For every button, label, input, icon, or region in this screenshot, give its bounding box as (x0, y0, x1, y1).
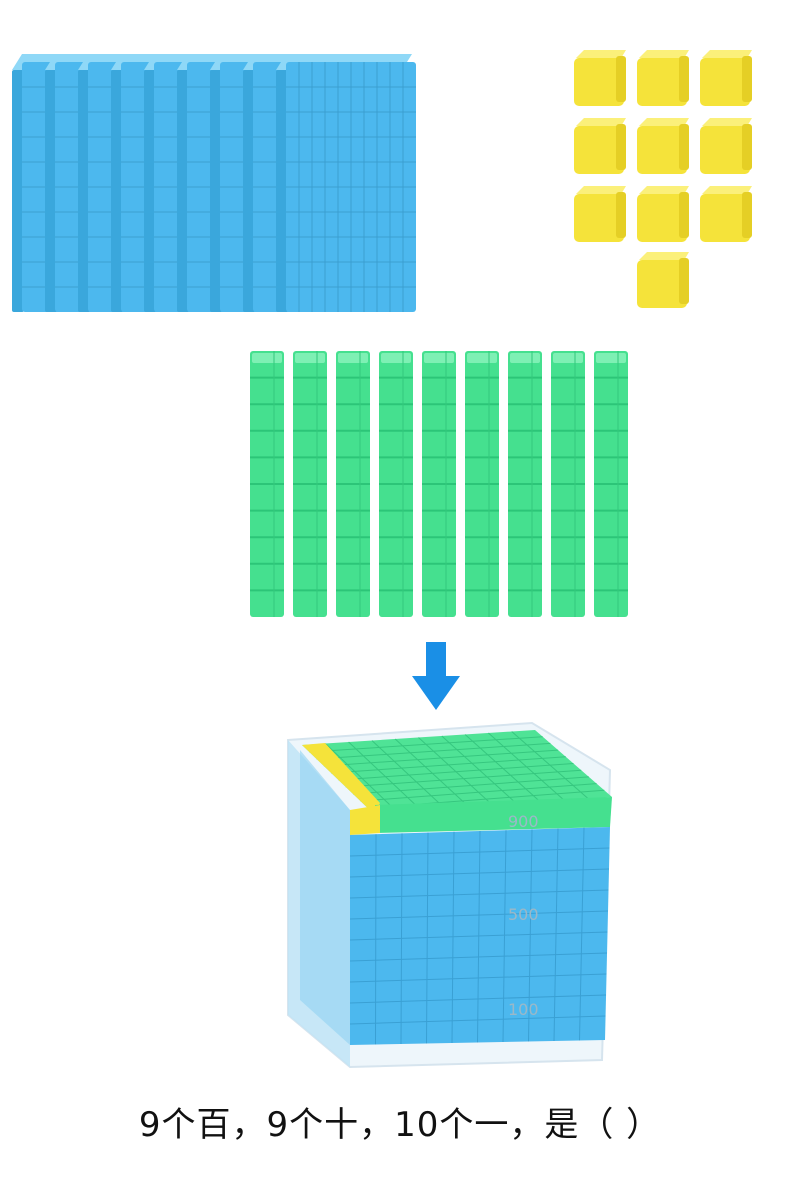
one-cube (700, 186, 752, 242)
cube-yellow-edge (302, 743, 380, 815)
one-cube (574, 186, 626, 242)
arrow-down-icon (412, 642, 460, 710)
tens-rods-group (250, 351, 628, 617)
one-cube (637, 118, 689, 174)
ten-rod (379, 351, 413, 617)
cube-front-rod-row (375, 797, 612, 833)
hundred-flat (276, 54, 416, 312)
cube-left-face (300, 750, 350, 1045)
scale-mark-900: 900 (508, 812, 539, 831)
one-cube (637, 186, 689, 242)
hundreds-flats-group (12, 54, 416, 312)
cube-front-yellow-unit (350, 805, 380, 835)
ten-rod (293, 351, 327, 617)
one-cube (637, 50, 689, 106)
ones-cubes-group (574, 50, 752, 308)
cube-front-grid (349, 827, 610, 1045)
ten-rod (551, 351, 585, 617)
ten-rod (594, 351, 628, 617)
one-cube (574, 118, 626, 174)
one-cube (637, 252, 689, 308)
ten-rod (465, 351, 499, 617)
ten-rod (422, 351, 456, 617)
one-cube (700, 118, 752, 174)
ten-rod (336, 351, 370, 617)
scale-mark-500: 500 (508, 905, 539, 924)
one-cube (574, 50, 626, 106)
thousand-cube: 900 500 100 (287, 721, 612, 1069)
ten-rod (508, 351, 542, 617)
scale-mark-100: 100 (508, 1000, 539, 1019)
question-text: 9个百，9个十，10个一，是（ ） (138, 1105, 662, 1145)
ten-rod (250, 351, 284, 617)
one-cube (700, 50, 752, 106)
